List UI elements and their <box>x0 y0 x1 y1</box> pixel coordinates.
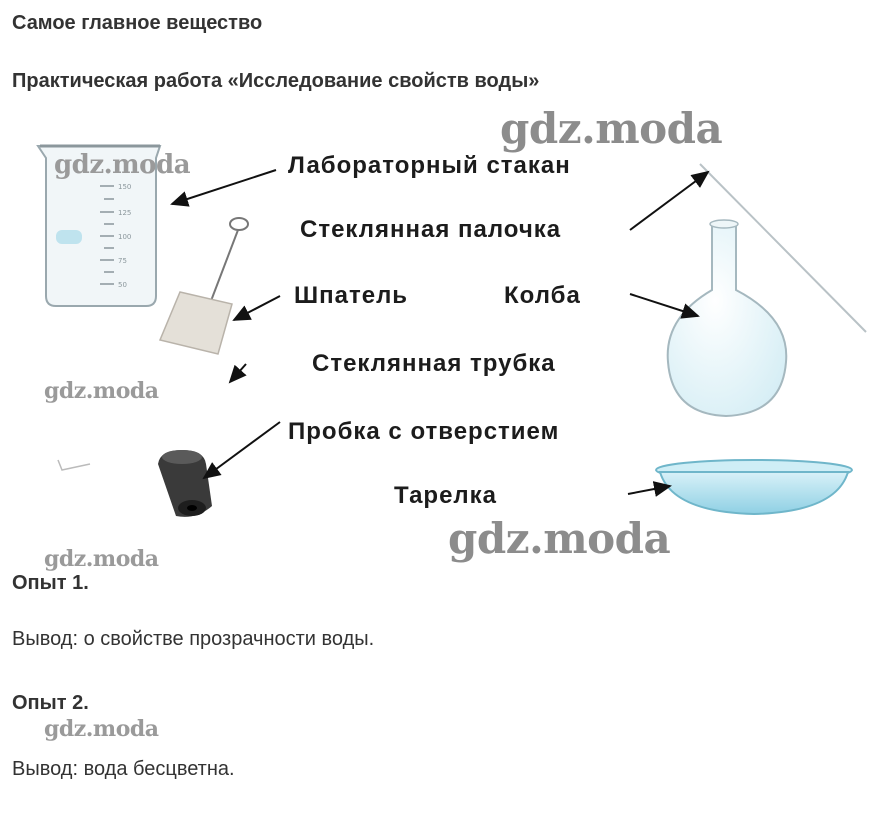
label-beaker: Лабораторный стакан <box>288 152 571 179</box>
dish-image <box>655 459 853 516</box>
arrow-glass-rod <box>629 170 710 231</box>
arrow-stopper <box>202 421 281 480</box>
label-dish: Тарелка <box>394 482 498 509</box>
glass-rod-image <box>699 163 867 333</box>
page-subtitle: Практическая работа «Исследование свойст… <box>12 70 540 92</box>
watermark: gdz.moda <box>500 104 723 153</box>
beaker-scale-label: 75 <box>118 257 127 265</box>
watermark: gdz.moda <box>44 716 159 742</box>
experiment-2-conclusion: Вывод: вода бесцветна. <box>12 758 235 780</box>
spatula-image <box>158 217 249 355</box>
lab-equipment-figure: 150 125 100 75 50 <box>36 144 867 517</box>
arrow-beaker <box>170 169 277 207</box>
watermark: gdz.moda <box>44 546 159 572</box>
beaker-scale-label: 100 <box>118 233 131 241</box>
flask-image <box>666 219 788 418</box>
page-title: Самое главное вещество <box>12 12 263 34</box>
label-stopper: Пробка с отверстием <box>288 418 560 445</box>
label-flask: Колба <box>504 282 581 309</box>
arrow-spatula <box>232 295 281 321</box>
arrow-dish <box>627 481 672 497</box>
label-glass-tube: Стеклянная трубка <box>312 350 556 377</box>
beaker-scale-label: 125 <box>118 209 131 217</box>
experiment-1-title: Опыт 1. <box>12 572 89 594</box>
glass-tube-image <box>57 459 91 471</box>
beaker-image: 150 125 100 75 50 <box>36 144 162 307</box>
watermark: gdz.moda <box>448 514 671 563</box>
beaker-scale-label: 50 <box>118 281 127 289</box>
experiment-1-conclusion: Вывод: о свойстве прозрачности воды. <box>12 628 375 650</box>
beaker-scale-label: 150 <box>118 183 131 191</box>
watermark: gdz.moda <box>44 378 159 404</box>
experiment-2-title: Опыт 2. <box>12 692 89 714</box>
arrow-flask <box>629 293 700 319</box>
stopper-image <box>158 450 212 517</box>
label-glass-rod: Стеклянная палочка <box>300 216 562 243</box>
arrow-glass-tube <box>228 363 247 384</box>
watermark: gdz.moda <box>54 150 191 180</box>
label-spatula: Шпатель <box>294 282 409 309</box>
